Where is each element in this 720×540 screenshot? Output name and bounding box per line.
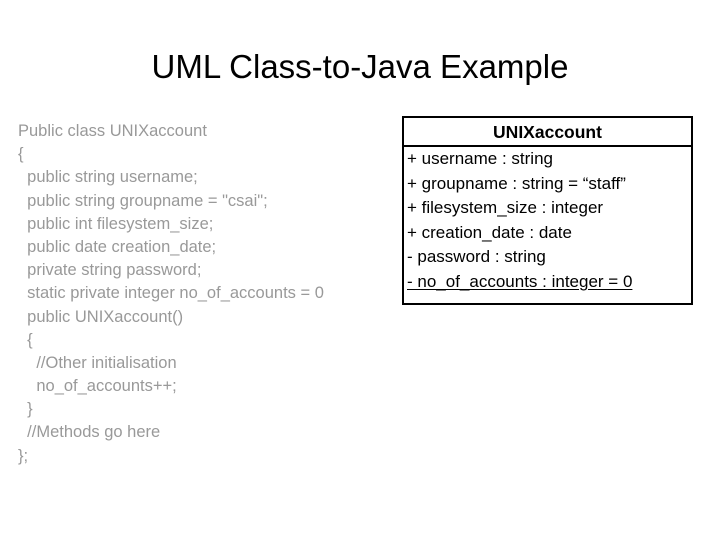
code-line: //Methods go here	[18, 423, 161, 442]
uml-attribute: + filesystem_size : integer	[407, 198, 604, 218]
java-code-listing: Public class UNIXaccount { public string …	[18, 120, 413, 468]
code-line: public string username;	[18, 168, 198, 187]
code-line: public int filesystem_size;	[18, 214, 214, 233]
uml-attribute: + username : string	[407, 149, 553, 168]
uml-attribute-static: - no_of_accounts : integer = 0	[407, 271, 633, 291]
code-line: }	[18, 400, 33, 419]
code-line: static private integer no_of_accounts = …	[18, 284, 324, 303]
uml-class-box: UNIXaccount + username : string + groupna…	[402, 116, 693, 305]
uml-attribute: + creation_date : date	[407, 222, 572, 242]
code-line: Public class UNIXaccount	[18, 122, 207, 140]
code-line: //Other initialisation	[18, 353, 177, 372]
uml-attribute: + groupname : string = “staff”	[407, 173, 626, 193]
code-line: public date creation_date;	[18, 237, 217, 256]
code-line: {	[18, 145, 24, 164]
uml-class-name: UNIXaccount	[404, 118, 691, 147]
code-line: private string password;	[18, 261, 202, 280]
page-title: UML Class-to-Java Example	[151, 48, 569, 85]
uml-attribute-compartment: + username : string + groupname : string …	[404, 147, 691, 303]
uml-attribute: - password : string	[407, 247, 546, 267]
code-line: {	[18, 330, 33, 349]
code-line: public string groupname = "csai";	[18, 191, 268, 210]
code-line: };	[18, 446, 29, 465]
code-line: public UNIXaccount()	[18, 307, 184, 326]
code-line: no_of_accounts++;	[18, 377, 177, 396]
